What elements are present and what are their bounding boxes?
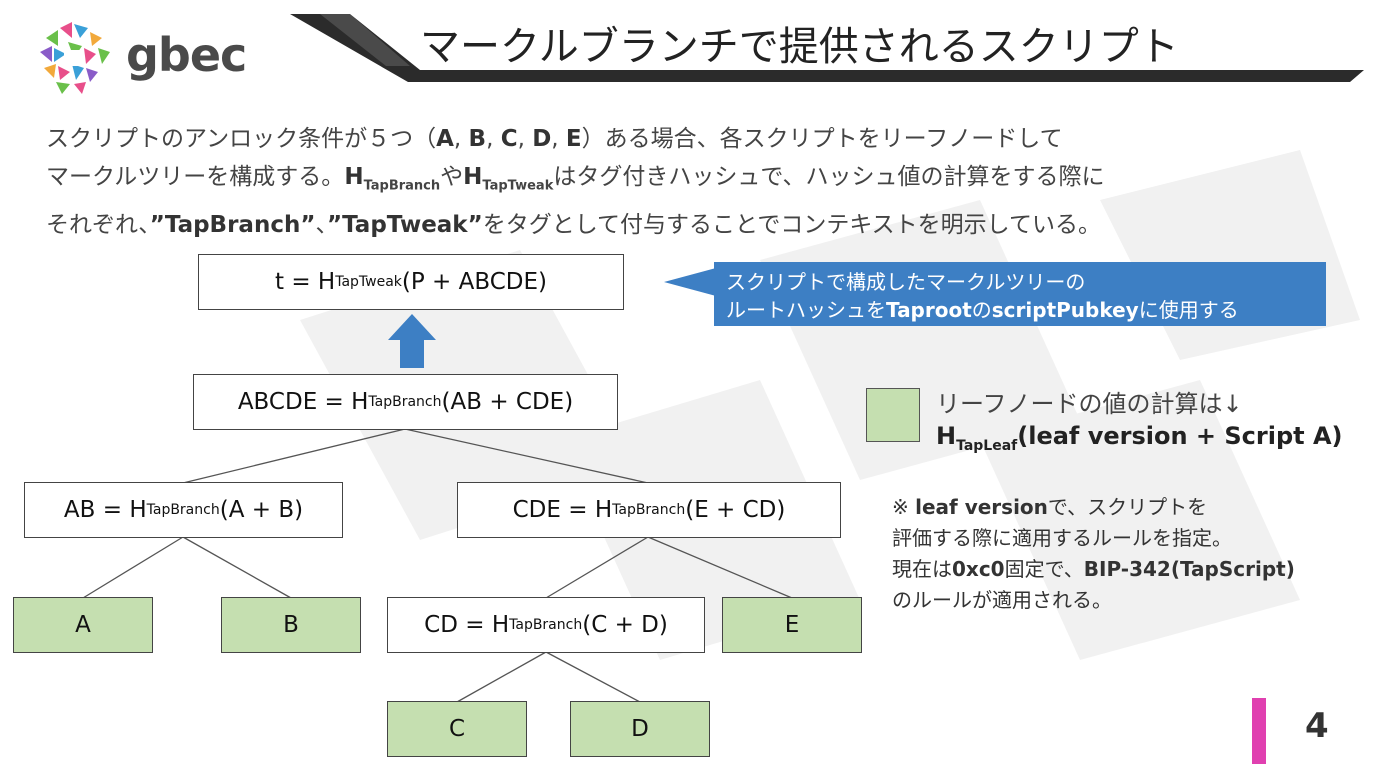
node-formula: (E + CD) <box>685 497 786 523</box>
node-formula: t = H <box>274 269 336 295</box>
note-mark: ※ <box>892 495 916 519</box>
node-formula: ABCDE = H <box>237 389 369 415</box>
leaf-e: E <box>722 597 862 653</box>
node-tag: TapBranch <box>146 502 220 518</box>
hash-symbol: H <box>344 164 364 190</box>
node-tag: TapBranch <box>509 617 583 633</box>
node-formula: CDE = H <box>512 497 613 523</box>
condition-c: C <box>500 126 518 152</box>
node-formula: (A + B) <box>219 497 304 523</box>
node-tag: TapTweak <box>335 274 402 290</box>
separator: , <box>517 126 533 152</box>
page-number: 4 <box>1305 706 1329 746</box>
callout-text: に使用する <box>1138 298 1239 322</box>
callout-line-2: ルートハッシュをTaprootのscriptPubkeyに使用する <box>726 296 1326 324</box>
note-0xc0: 0xc0 <box>952 557 1005 581</box>
intro-line-3: それぞれ、”TapBranch”、”TapTweak”をタグとして付与することで… <box>46 206 1346 244</box>
quoted-taptweak: ”TapTweak” <box>326 211 483 238</box>
edge-cde-cd <box>545 536 649 599</box>
leaf-d: D <box>570 701 710 757</box>
tag-taptweak: TapTweak <box>482 178 554 194</box>
edge-cd-d <box>545 651 641 703</box>
leaf-legend-formula: HTapLeaf(leaf version + Script A) <box>936 422 1343 454</box>
quoted-tapbranch: ”TapBranch” <box>149 211 316 238</box>
callout-text: ルートハッシュを <box>726 298 886 322</box>
condition-a: A <box>436 126 454 152</box>
page-number-bar <box>1252 698 1266 764</box>
logo-mark-icon <box>40 22 110 94</box>
intro-text: はタグ付きハッシュで、ハッシュ値の計算をする際に <box>553 164 1105 190</box>
edge-ab-b <box>182 536 292 599</box>
node-formula: (AB + CDE) <box>441 389 574 415</box>
edge-cd-c <box>456 651 547 703</box>
tag-tapbranch: TapBranch <box>363 178 441 194</box>
note-line-3: 現在は0xc0固定で、BIP-342(TapScript) <box>892 554 1295 585</box>
edge-abcde-ab <box>182 428 406 484</box>
leaf-b: B <box>221 597 361 653</box>
node-tag: TapBranch <box>612 502 686 518</box>
logo-wordmark: gbec <box>126 28 247 82</box>
node-tag: TapBranch <box>368 394 442 410</box>
edge-cde-e <box>647 536 793 599</box>
intro-text: マークルツリーを構成する。 <box>46 164 345 190</box>
title-banner <box>290 14 1364 82</box>
callout-taproot: Taproot <box>886 298 972 322</box>
separator: , <box>486 126 501 152</box>
condition-e: E <box>565 126 582 152</box>
leaf-a: A <box>13 597 153 653</box>
edge-abcde-cde <box>404 428 649 484</box>
callout-line-1: スクリプトで構成したマークルツリーの <box>726 270 1086 294</box>
note-line-2: 評価する際に適用するルールを指定。 <box>892 526 1232 550</box>
node-formula: (C + D) <box>582 612 668 638</box>
edge-ab-a <box>82 536 184 599</box>
note-leaf-version: leaf version <box>915 495 1048 519</box>
gbec-logo: gbec <box>36 18 276 98</box>
note-line-1: ※ leaf versionで、スクリプトを <box>892 492 1295 523</box>
node-formula: (P + ABCDE) <box>401 269 548 295</box>
note-bip342: BIP-342(TapScript) <box>1083 557 1295 581</box>
note-text: 固定で、 <box>1004 557 1084 581</box>
intro-text: をタグとして付与することでコンテキストを明示している。 <box>482 211 1101 238</box>
hash-symbol: H <box>936 422 957 450</box>
leaf-c: C <box>387 701 527 757</box>
up-arrow-icon <box>388 314 436 368</box>
leaf-legend-caption: リーフノードの値の計算は↓ <box>936 390 1243 418</box>
note-text: で、スクリプトを <box>1047 495 1208 519</box>
page-title: マークルブランチで提供されるスクリプト <box>420 24 1179 70</box>
note-line-4: のルールが適用される。 <box>892 588 1112 612</box>
root-hash-callout: スクリプトで構成したマークルツリーの ルートハッシュをTaprootのscrip… <box>714 262 1326 326</box>
tag-tapleaf: TapLeaf <box>956 437 1018 454</box>
callout-pointer <box>664 268 716 296</box>
separator: , <box>551 126 566 152</box>
leaf-version-note: ※ leaf versionで、スクリプトを 評価する際に適用するルールを指定。… <box>892 492 1295 616</box>
note-text: 現在は <box>892 557 952 581</box>
intro-text: それぞれ、 <box>46 211 150 238</box>
intro-line-2: マークルツリーを構成する。HTapBranchやHTapTweakはタグ付きハッ… <box>46 158 1346 206</box>
intro-paragraph: スクリプトのアンロック条件が５つ（A, B, C, D, E）ある場合、各スクリ… <box>46 120 1346 244</box>
intro-line-1: スクリプトのアンロック条件が５つ（A, B, C, D, E）ある場合、各スクリ… <box>46 120 1346 158</box>
hash-symbol: H <box>463 164 483 190</box>
condition-d: D <box>532 126 552 152</box>
leaf-legend-swatch <box>866 388 920 442</box>
node-formula: AB = H <box>63 497 147 523</box>
callout-text: の <box>971 298 992 322</box>
intro-text: ）ある場合、各スクリプトをリーフノードして <box>581 126 1063 152</box>
separator: , <box>453 126 469 152</box>
callout-scriptpubkey: scriptPubkey <box>991 298 1139 322</box>
condition-b: B <box>468 126 487 152</box>
intro-text: や <box>440 164 464 190</box>
node-formula: CD = H <box>424 612 510 638</box>
intro-text: 、 <box>315 211 327 238</box>
leaf-formula-args: (leaf version + Script A) <box>1017 422 1343 450</box>
intro-text: スクリプトのアンロック条件が５つ（ <box>46 126 437 152</box>
